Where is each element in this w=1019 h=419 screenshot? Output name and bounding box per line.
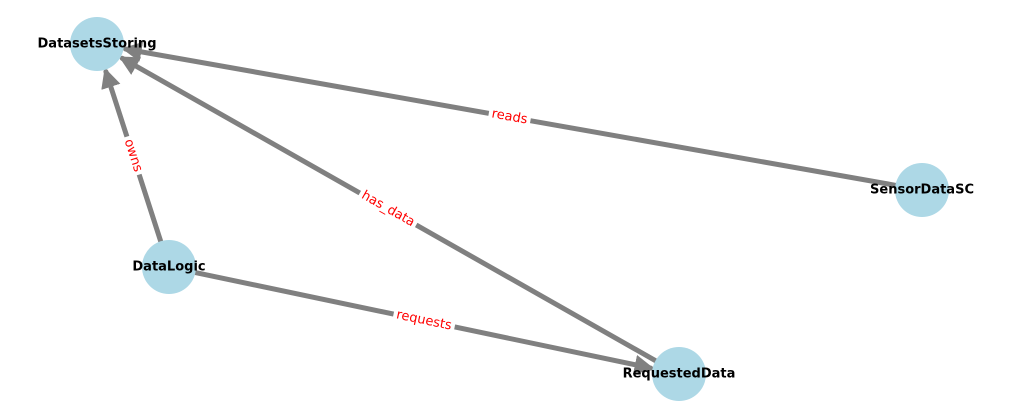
node-label-requesteddata: RequestedData	[623, 367, 736, 382]
node-sensordatasc: SensorDataSC	[870, 163, 974, 217]
edge-label-has-data: has_data	[359, 188, 418, 230]
node-label-datasetsstoring: DatasetsStoring	[38, 37, 157, 52]
node-label-sensordatasc: SensorDataSC	[870, 183, 974, 198]
node-datasetsstoring: DatasetsStoring	[38, 17, 157, 71]
edge-datalogic-datasetsstoring: owns	[101, 67, 164, 244]
node-label-datalogic: DataLogic	[132, 260, 205, 275]
edge-sensordatasc-datasetsstoring: reads	[121, 41, 898, 188]
edge-label-reads: reads	[490, 106, 528, 127]
node-datalogic: DataLogic	[132, 240, 206, 294]
node-requesteddata: RequestedData	[623, 347, 736, 401]
edge-label-requests: requests	[395, 307, 453, 333]
